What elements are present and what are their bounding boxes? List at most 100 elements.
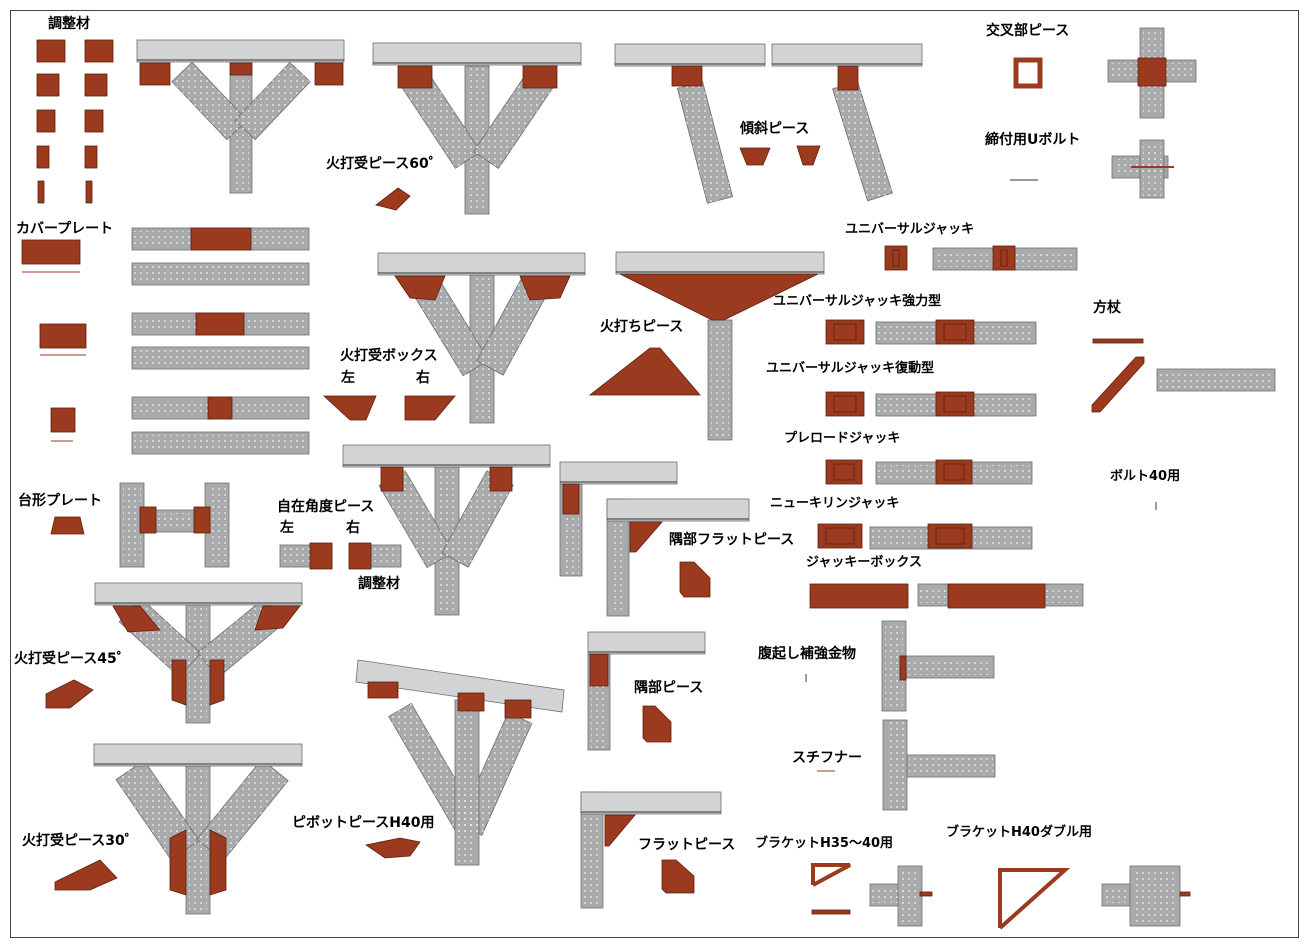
label-box-left: 左	[341, 370, 355, 386]
y30-loose	[54, 859, 118, 891]
label-preload: プレロードジャッキ	[784, 431, 901, 446]
bracket40w-frame	[998, 868, 1071, 930]
preload-jack-b-sleeve	[943, 463, 965, 481]
label-chousei-mid: 調整材	[358, 576, 400, 592]
keisha-piece-1	[739, 147, 771, 166]
stiff-beam-holes	[909, 758, 993, 774]
hp-post-holes	[711, 322, 729, 438]
hp-flange	[615, 251, 825, 275]
keisha-piece-2	[796, 145, 821, 166]
cover-3	[50, 407, 76, 433]
cover-beam-3-holes	[134, 350, 307, 366]
keisha-rust-r	[837, 65, 859, 91]
daikei-h-holes	[142, 513, 208, 529]
label-gubu: 隅部ピース	[634, 680, 704, 696]
univ-jack-b-sleeve	[1000, 249, 1008, 267]
cover-beam-1-holes	[134, 266, 307, 282]
y45-rust-br	[209, 659, 225, 706]
hara-post-holes	[885, 623, 903, 709]
y45-loose	[45, 679, 94, 709]
houzue-beam-holes	[1159, 372, 1273, 388]
gfp-rust	[562, 483, 580, 515]
daikei-rust-l	[139, 506, 157, 534]
daikei-plate	[50, 516, 85, 535]
label-univ: ユニバーサルジャッキ	[845, 222, 975, 237]
gp-loose	[642, 705, 672, 743]
bracket35-frame	[811, 863, 851, 887]
keisha-strut-r-holes	[832, 81, 893, 201]
keisha-strut-l-holes	[677, 81, 733, 204]
cover-rust-a	[190, 227, 252, 251]
bracket35-beam-a-holes	[872, 887, 904, 903]
pivot-flange	[355, 659, 565, 713]
label-ubolt: 締付用Uボルト	[985, 132, 1081, 148]
fp-post-holes	[584, 794, 600, 906]
yj-rust-r	[489, 466, 513, 492]
gfp-flange-top	[559, 461, 678, 485]
label-kousa: 交叉部ピース	[986, 23, 1070, 39]
hara-rust	[899, 655, 907, 681]
pivot-rust-1	[367, 681, 399, 699]
sheet-border	[10, 10, 1299, 938]
label-bracket35: ブラケットH35～40用	[755, 836, 894, 851]
y60-arm-l-holes	[402, 71, 481, 169]
fp-rust	[604, 814, 636, 847]
y1-arm-l-holes	[171, 62, 248, 140]
y45-flange	[94, 582, 303, 606]
label-box-right: 右	[416, 370, 430, 386]
hiuchi-box-left	[322, 395, 377, 421]
label-daikei-plate: 台形プレート	[18, 493, 102, 509]
label-pivot: ピボットピースH40用	[292, 815, 435, 831]
y1-rust-l	[139, 62, 171, 86]
ybox-post-holes	[473, 277, 491, 421]
kousa-rust	[1137, 57, 1167, 87]
label-hiuchi-piece: 火打ちピース	[600, 319, 684, 335]
strong-jack-b-sleeve	[943, 323, 967, 341]
cover-2	[39, 323, 87, 349]
adjuster-9	[85, 180, 93, 204]
y60-loose-piece	[375, 187, 411, 211]
label-jackbox: ジャッキーボックス	[806, 555, 922, 570]
y60-post-holes	[468, 68, 486, 212]
gfp2-flange	[606, 498, 750, 522]
pivot-rust-3	[504, 699, 532, 719]
gfp2-post-holes	[610, 501, 626, 614]
kirin-jack-b-sleeve	[935, 527, 965, 545]
y30-rust-r	[209, 829, 227, 896]
y45-rust-r	[254, 605, 301, 631]
label-houzue: 方杖	[1093, 300, 1121, 316]
adjuster-6	[36, 145, 50, 169]
y1-rust-r	[314, 62, 344, 86]
yj-arm-r-holes	[441, 470, 514, 568]
pivot-loose	[364, 837, 421, 859]
label-keisha: 傾斜ピース	[740, 121, 810, 137]
yj-post-holes	[438, 469, 456, 613]
label-hiuchi30: 火打受ピース30゜	[22, 833, 139, 849]
label-hiuchi60: 火打受ピース60゜	[326, 156, 443, 172]
ybox-flange	[377, 252, 586, 276]
keisha-rust-l	[671, 65, 703, 87]
kousa-frame	[1013, 57, 1043, 89]
adjuster-0	[36, 39, 66, 63]
cover-1	[21, 239, 81, 265]
y30-flange	[93, 743, 303, 767]
bracket40w-beam-holes	[1104, 887, 1130, 903]
ybox-rust-r	[519, 275, 571, 301]
return-jack-b-sleeve	[943, 395, 967, 413]
y60-rust-l	[397, 65, 433, 89]
adjuster-3	[84, 73, 108, 97]
label-univ-strong: ユニバーサルジャッキ強力型	[773, 294, 942, 309]
daikei-rust-r	[193, 506, 211, 534]
label-jizai-right: 右	[346, 520, 360, 536]
bracket35-bolt	[919, 891, 933, 897]
bracket35-bar	[811, 909, 851, 915]
label-haraokoshi: 腹起し補強金物	[758, 646, 856, 662]
hara-beam-holes	[908, 659, 992, 675]
y1-rust-c	[229, 62, 253, 76]
adjuster-5	[84, 109, 104, 133]
label-cover-plate: カバープレート	[16, 221, 114, 237]
hiuchi-box-right	[404, 395, 456, 421]
label-chousei-top: 調整材	[48, 16, 90, 32]
gp-flange	[587, 631, 706, 655]
